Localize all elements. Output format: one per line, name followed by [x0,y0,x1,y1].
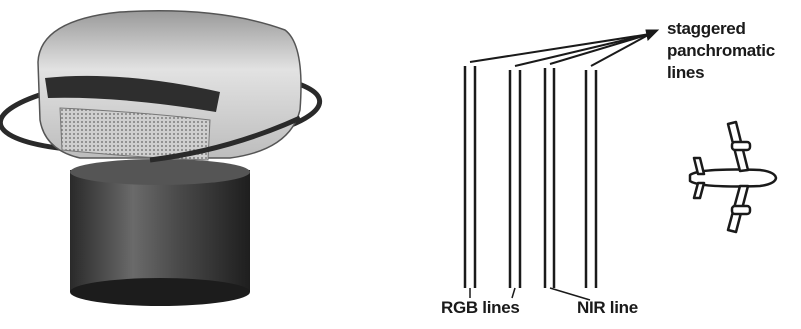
bottom-pointers [469,287,591,301]
nir-line-label: NIR line [577,298,638,317]
sensor-lines [463,66,598,288]
label-line-1: staggered [667,19,746,38]
rgb-lines-label: RGB lines [441,298,520,317]
label-pointers [469,29,660,67]
label-line-3: lines [667,63,705,82]
label-line-2: panchromatic [667,41,775,60]
airborne-camera-illustration [0,10,323,306]
staggered-panchromatic-label: staggered panchromatic lines [667,18,775,84]
airplane-icon [688,120,778,234]
